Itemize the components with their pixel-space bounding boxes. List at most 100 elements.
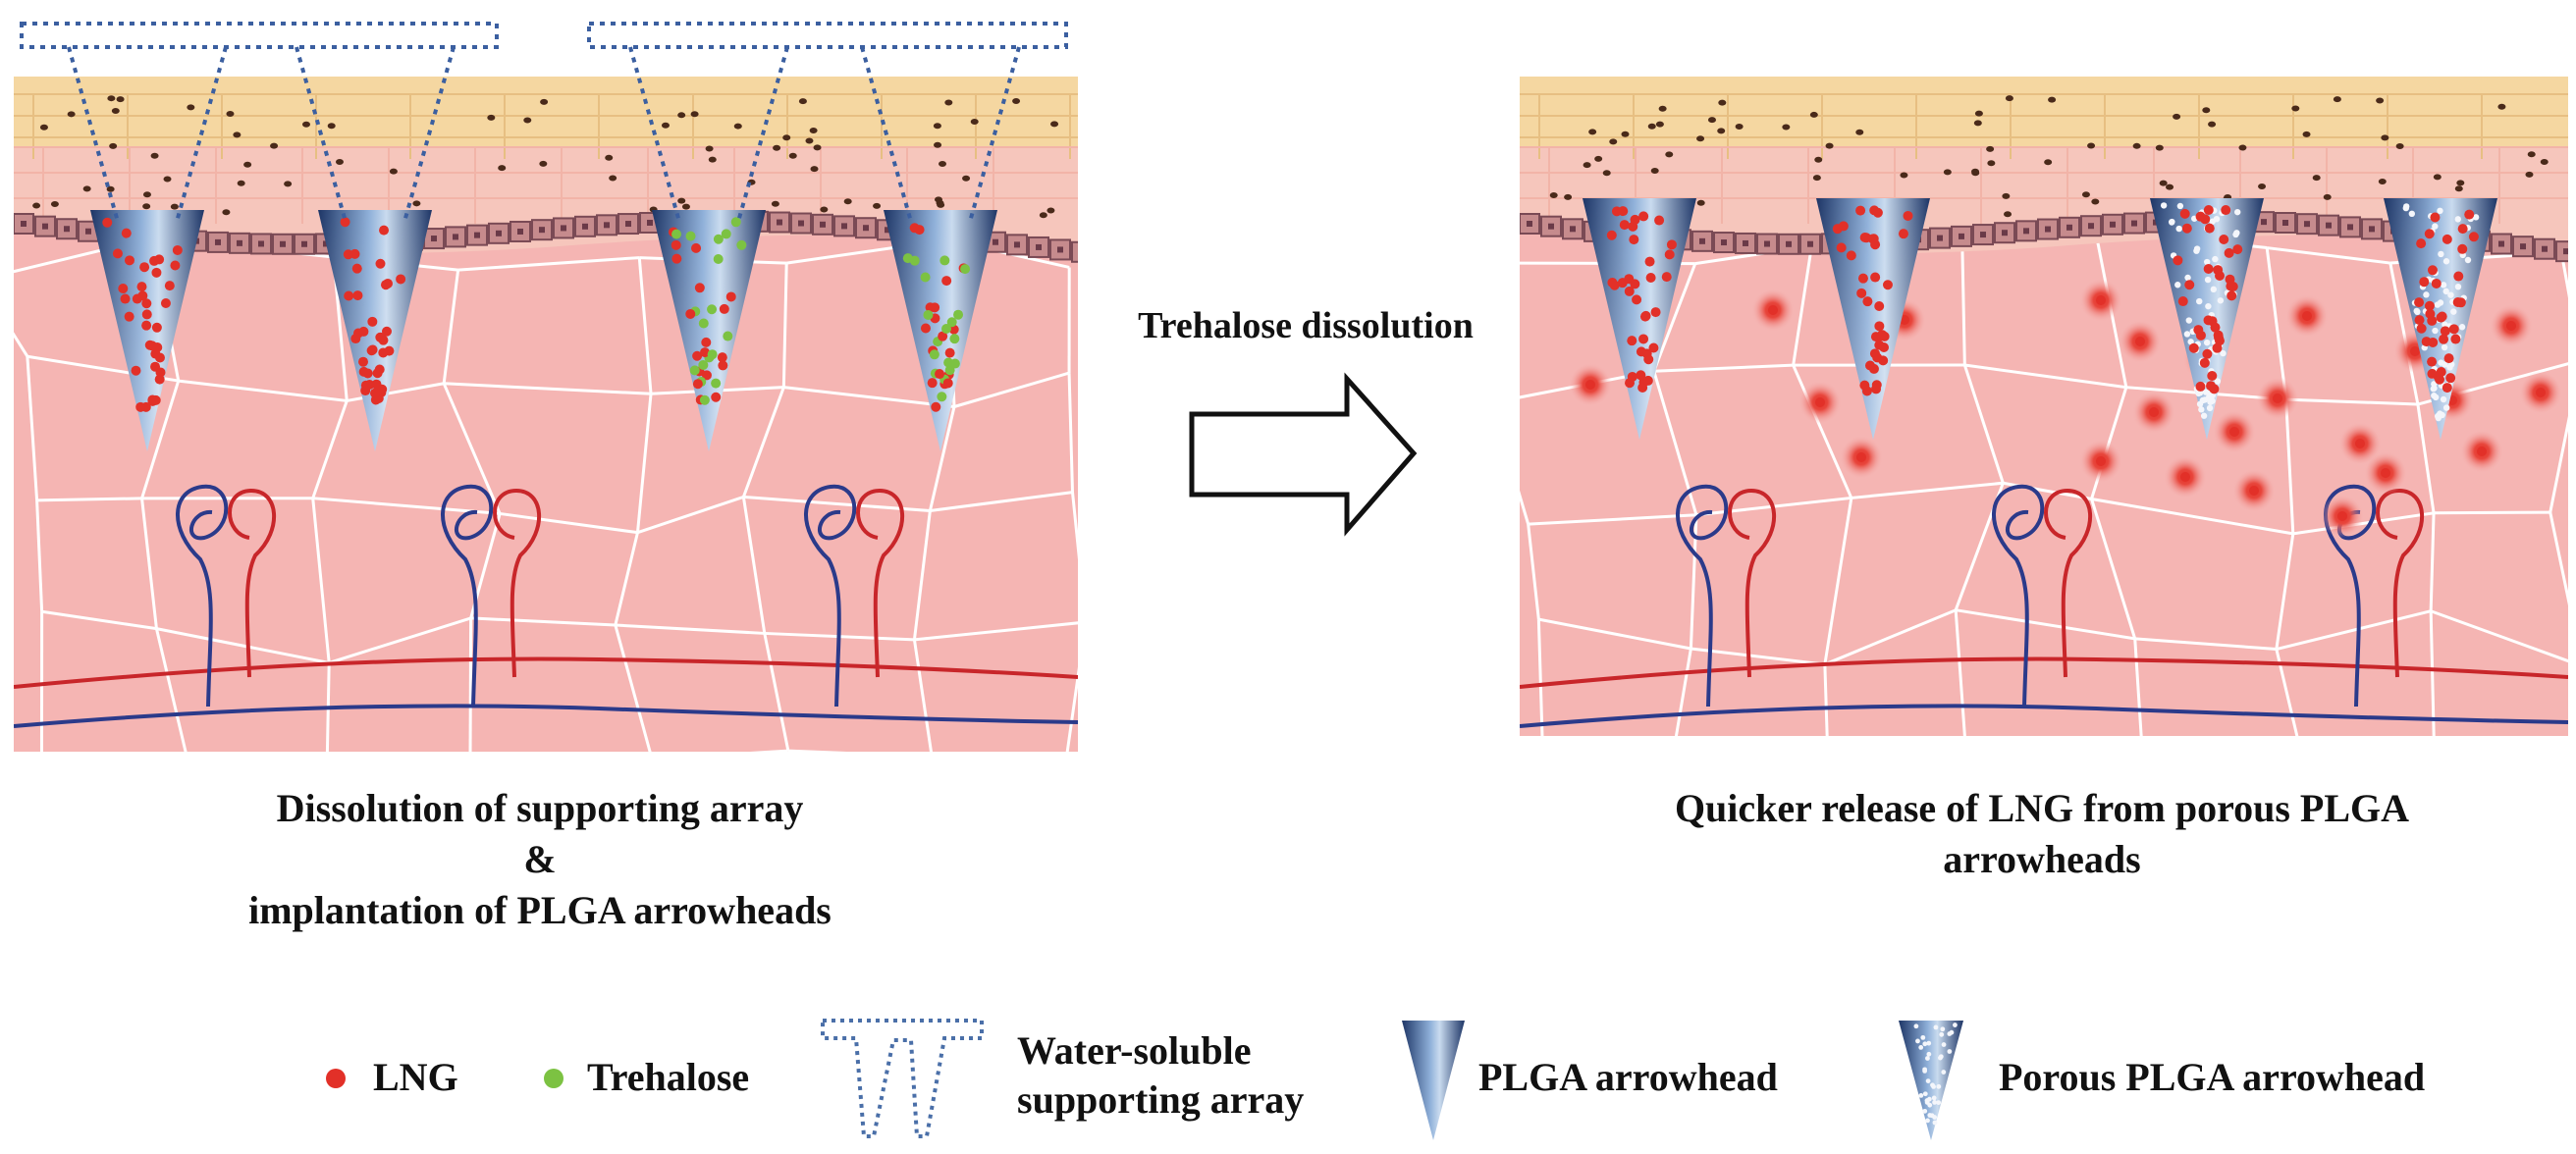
cell-wall	[2429, 610, 2436, 736]
cell-nucleus	[142, 203, 151, 210]
pore	[2423, 291, 2430, 298]
drug-particle	[701, 337, 712, 347]
cell-wall	[36, 497, 142, 502]
cell-nucleus	[2132, 142, 2141, 149]
cell-nucleus	[1655, 121, 1664, 128]
drug-particle	[141, 298, 152, 309]
drug-particle	[914, 225, 925, 236]
legend-pore	[1918, 1044, 1924, 1050]
drug-particle	[2221, 205, 2231, 216]
basal-nucleus	[2002, 230, 2008, 236]
legend-pore	[1932, 1115, 1938, 1120]
legend-pore	[1927, 1102, 1933, 1108]
drug-particle	[1630, 279, 1640, 289]
cell-nucleus	[934, 196, 942, 203]
basal-nucleus	[237, 239, 242, 246]
basal-nucleus	[1959, 233, 1964, 239]
drug-particle	[136, 282, 147, 292]
drug-particle	[2199, 357, 2210, 368]
cell-wall	[327, 766, 470, 776]
cell-wall	[2276, 609, 2432, 651]
plga-arrowhead-legend-icon	[1402, 1021, 1465, 1140]
basal-cell	[1071, 240, 1078, 263]
drug-particle	[366, 345, 377, 356]
cell-nucleus	[187, 104, 195, 111]
cell-nucleus	[937, 201, 945, 208]
cell-wall	[2292, 511, 2435, 536]
vein-vessel	[1520, 704, 2568, 728]
drug-particle	[2203, 205, 2214, 216]
venous-capillary	[804, 484, 857, 708]
drug-particle	[1606, 230, 1617, 240]
drug-particle	[2442, 383, 2452, 393]
support-backing	[587, 22, 1068, 49]
cell-nucleus	[1987, 160, 1996, 167]
cell-nucleus	[1594, 155, 1603, 162]
drug-particle	[953, 309, 964, 320]
drug-particle	[718, 360, 728, 371]
cell-wall	[1536, 619, 1544, 736]
arterial-capillary	[1728, 488, 1777, 678]
cell-nucleus	[1046, 207, 1055, 214]
drug-particle	[2179, 208, 2190, 219]
drug-particle	[2195, 330, 2206, 341]
drug-particle	[707, 304, 718, 315]
cell-nucleus	[270, 142, 279, 149]
venous-capillary	[176, 484, 229, 708]
drug-particle	[352, 328, 363, 339]
basal-nucleus	[2542, 245, 2548, 252]
drug-particle	[1874, 300, 1885, 311]
right-caption-line-1: Quicker release of LNG from porous PLGA	[1674, 786, 2410, 830]
cell-nucleus	[301, 121, 310, 128]
pore	[2454, 216, 2461, 223]
cell-wall	[156, 627, 330, 664]
cell-wall	[325, 662, 331, 752]
cell-nucleus	[1039, 212, 1047, 219]
basal-nucleus	[863, 225, 869, 232]
cell-nucleus	[1943, 169, 1952, 176]
pore	[2450, 308, 2457, 315]
drug-particle	[671, 229, 682, 239]
cell-nucleus	[939, 161, 947, 168]
drug-particle	[1642, 375, 1653, 386]
drug-particle	[960, 264, 971, 275]
cell-nucleus	[1855, 129, 1864, 135]
drug-particle	[1650, 307, 1661, 318]
drug-particle	[2468, 232, 2479, 242]
cell-nucleus	[32, 202, 41, 209]
drug-particle	[1661, 272, 1672, 283]
drug-particle	[382, 278, 393, 288]
released-lng-dot	[2477, 446, 2487, 456]
cell-nucleus	[1900, 172, 1908, 179]
cell-nucleus	[771, 200, 779, 207]
venous-capillary	[441, 484, 494, 708]
drug-particle	[1874, 321, 1885, 332]
pore	[2220, 349, 2227, 357]
basal-nucleus	[561, 225, 566, 232]
drug-particle	[1878, 355, 1889, 366]
legend-pore	[1933, 1024, 1939, 1030]
released-lng-dot	[1815, 397, 1825, 407]
drug-particle	[931, 401, 941, 412]
legend-pore	[1936, 1083, 1942, 1089]
support-post	[67, 46, 228, 223]
basal-nucleus	[1548, 223, 1554, 230]
drug-particle	[1648, 342, 1659, 353]
cell-nucleus	[677, 112, 686, 119]
arterial-capillary	[228, 488, 277, 678]
cell-nucleus	[1665, 151, 1674, 158]
pore	[2441, 343, 2448, 351]
artery-vessel	[14, 656, 1078, 689]
arrowhead-shade	[652, 210, 766, 451]
cell-nucleus	[1812, 175, 1821, 182]
released-lng-dot	[2410, 346, 2420, 356]
basal-nucleus	[258, 240, 264, 247]
cell-wall	[1962, 364, 2005, 484]
cell-nucleus	[809, 128, 818, 134]
cell-nucleus	[222, 209, 231, 216]
drug-particle	[2448, 324, 2459, 335]
basal-nucleus	[496, 230, 502, 236]
cell-nucleus	[2155, 144, 2164, 151]
drug-particle	[685, 231, 696, 241]
basal-nucleus	[1014, 241, 1020, 248]
